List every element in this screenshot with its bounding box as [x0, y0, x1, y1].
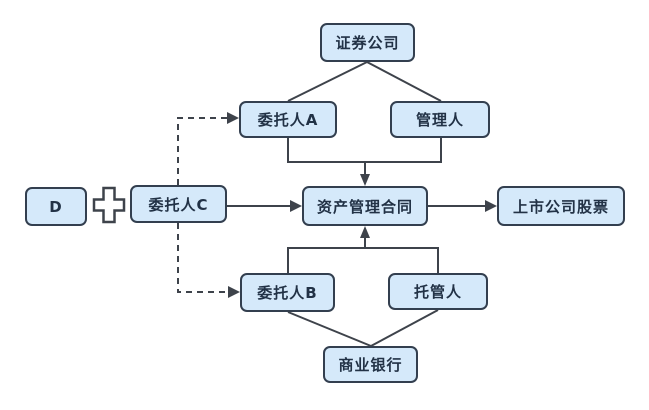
node-label: 资产管理合同: [316, 197, 413, 216]
node-trustee-a: 委托人A: [239, 101, 337, 138]
arrowhead-into-trustee-a: [227, 112, 239, 124]
node-d: D: [25, 187, 87, 226]
edge-trusteeb-custodian-merge: [287, 247, 439, 273]
node-label: 委托人C: [148, 195, 209, 214]
node-label: 委托人B: [257, 284, 318, 302]
node-label: 商业银行: [338, 356, 403, 374]
plus-icon: [92, 186, 126, 224]
arrowhead-into-contract-top: [360, 174, 370, 186]
node-trustee-b: 委托人B: [240, 273, 335, 312]
node-label: 委托人A: [257, 111, 319, 129]
node-label: D: [49, 197, 63, 216]
edge-trusteea-manager-merge: [287, 138, 442, 163]
node-securities-company: 证券公司: [320, 23, 415, 62]
node-trustee-c: 委托人C: [130, 185, 227, 223]
node-custodian: 托管人: [388, 273, 488, 310]
arrowhead-into-contract-left: [290, 200, 302, 212]
node-listed-company-stock: 上市公司股票: [497, 186, 625, 226]
arrowhead-into-stock-left: [485, 200, 497, 212]
edge-trusteeb-to-bank: [287, 311, 372, 347]
edge-trusteec-to-trusteeb-dashed: [177, 223, 228, 293]
edge-custodian-to-bank: [370, 309, 439, 347]
node-label: 托管人: [413, 283, 462, 301]
edge-securities-to-manager: [366, 61, 442, 102]
node-commercial-bank: 商业银行: [323, 346, 418, 383]
node-label: 上市公司股票: [512, 197, 609, 216]
node-asset-management-contract: 资产管理合同: [302, 186, 428, 226]
node-label: 证券公司: [335, 34, 400, 52]
edge-securities-to-trustee-a: [287, 61, 368, 102]
arrowhead-into-trustee-b: [228, 286, 240, 298]
node-manager: 管理人: [390, 101, 490, 138]
node-label: 管理人: [415, 111, 464, 129]
edge-trusteec-to-trusteea-dashed: [177, 117, 227, 185]
arrowhead-into-contract-bottom: [360, 226, 370, 238]
